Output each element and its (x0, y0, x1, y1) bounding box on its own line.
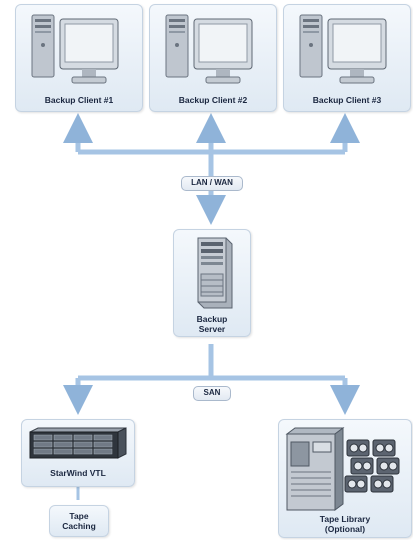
server-label-line1: Backup (196, 314, 228, 324)
caching-label-line2: Caching (62, 521, 96, 531)
server-label-line2: Server (198, 324, 226, 334)
tape-library: Tape Library (Optional) (278, 419, 412, 538)
workstation-icon (165, 14, 253, 84)
caching-label-line1: Tape (69, 511, 89, 521)
client-1-label: Backup Client #1 (44, 95, 114, 105)
starwind-vtl: StarWind VTL (21, 419, 135, 487)
workstation-icon (299, 14, 387, 84)
backup-client-2: Backup Client #2 (149, 4, 277, 112)
backup-client-3: Backup Client #3 (283, 4, 411, 112)
disk-array-icon (29, 427, 127, 459)
library-label-line2: (Optional) (324, 524, 366, 534)
client-3-label: Backup Client #3 (312, 95, 382, 105)
backup-server: Backup Server (173, 229, 251, 337)
client-2-label: Backup Client #2 (178, 95, 248, 105)
san-label: SAN (193, 386, 231, 401)
vtl-label: StarWind VTL (50, 468, 106, 478)
workstation-icon (31, 14, 119, 84)
library-label-line1: Tape Library (319, 514, 371, 524)
tape-caching: Tape Caching (49, 505, 109, 537)
tape-library-icon (285, 427, 400, 511)
tape-cartridges (344, 439, 400, 493)
server-tower-icon (197, 237, 233, 309)
lan-wan-label: LAN / WAN (181, 176, 243, 191)
backup-client-1: Backup Client #1 (15, 4, 143, 112)
